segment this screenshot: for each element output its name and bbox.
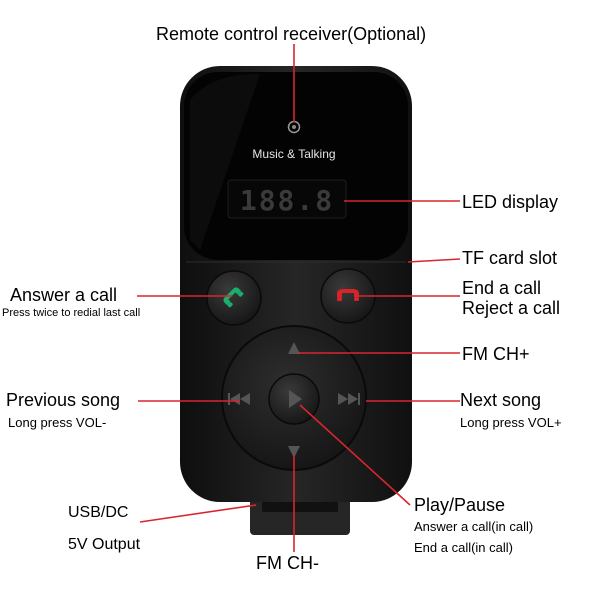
phone-answer-icon [223,287,244,308]
led-display-label: LED display [462,192,559,212]
fm-ch-plus-label: FM CH+ [462,344,530,364]
fm-ch-minus-button[interactable] [288,446,300,458]
play-pause-sublabel-1: Answer a call(in call) [414,519,534,534]
reject-call-label: Reject a call [462,298,561,318]
previous-song-sublabel: Long press VOL- [8,415,107,430]
answer-call-button[interactable] [206,270,262,326]
phone-hangup-icon [337,289,359,301]
leader-lines [137,44,461,552]
end-call-label: End a call [462,278,542,298]
answer-call-sublabel: Press twice to redial last call [2,307,141,319]
5v-output-label: 5V Output [68,536,141,553]
remote-receiver-label: Remote control receiver(Optional) [156,24,427,44]
usb-dc-label: USB/DC [68,504,129,521]
play-pause-label: Play/Pause [414,495,506,515]
led-display: 188.8 [227,179,347,219]
panel-text: Music & Talking [252,147,335,161]
next-song-button[interactable] [338,393,360,405]
play-icon [289,390,302,408]
next-song-sublabel: Long press VOL+ [460,415,562,430]
svg-text:188.8: 188.8 [240,184,334,217]
previous-song-label: Previous song [6,390,121,410]
next-song-label: Next song [460,390,542,410]
tf-slot-label: TF card slot [462,248,558,268]
previous-song-button[interactable] [228,393,250,405]
fm-ch-plus-button[interactable] [288,342,300,354]
play-pause-sublabel-2: End a call(in call) [414,540,513,555]
fm-ch-minus-label: FM CH- [256,553,319,573]
answer-call-label: Answer a call [10,285,118,305]
